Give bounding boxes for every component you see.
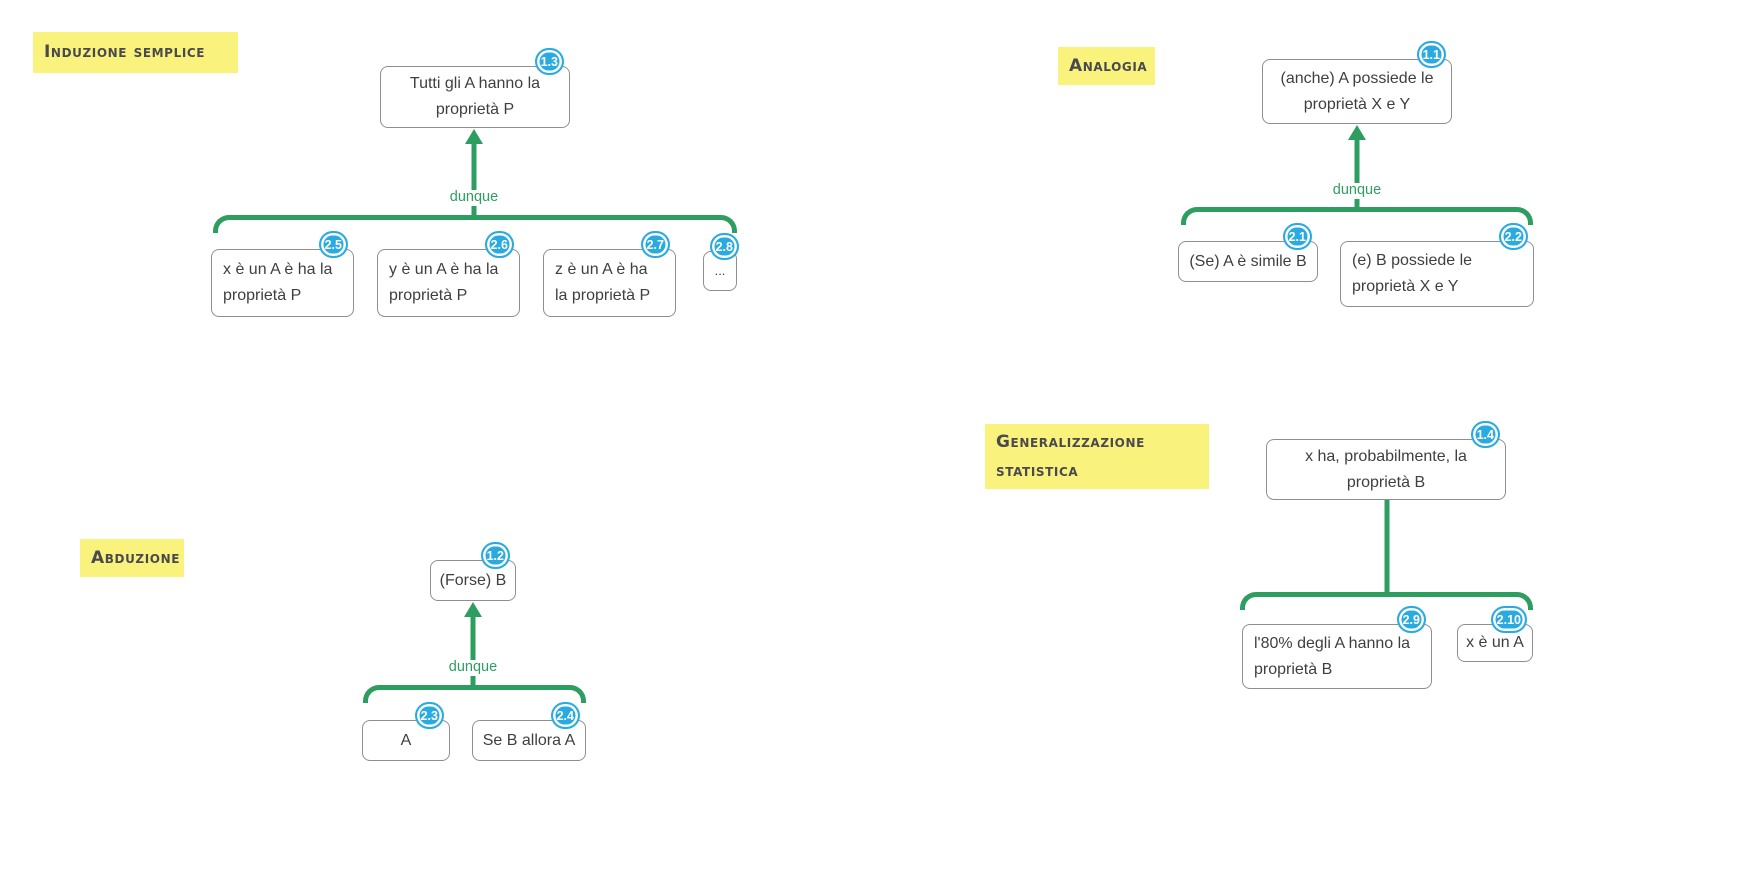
conclusion-box-induzione[interactable]: 1.3 Tutti gli A hanno la proprietà P bbox=[380, 48, 570, 128]
premise-text: x è un A bbox=[1466, 634, 1524, 652]
premise-box-2-2[interactable]: 2.2 (e) B possiede le proprietà X e Y bbox=[1340, 223, 1534, 307]
premise-box-2-1[interactable]: 2.1 (Se) A è simile B bbox=[1178, 223, 1318, 282]
premise-bracket bbox=[1181, 207, 1533, 225]
premise-text: A bbox=[400, 731, 412, 749]
badge-2-9: 2.9 bbox=[1396, 606, 1426, 633]
conclusion-text: Tutti gli A hanno la proprietà P bbox=[409, 75, 541, 118]
premise-text: y è un A è ha la proprietà P bbox=[389, 261, 499, 304]
topic-label-analogia[interactable]: Analogia bbox=[1058, 47, 1155, 85]
premise-box-2-5[interactable]: 2.5 x è un A è ha la proprietà P bbox=[211, 231, 354, 317]
conclusion-box-generalizzazione[interactable]: 1.4 x ha, probabilmente, la proprietà B bbox=[1266, 421, 1506, 500]
premise-box-2-7[interactable]: 2.7 z è un A è ha la proprietà P bbox=[543, 231, 676, 317]
badge-2-5: 2.5 bbox=[318, 231, 348, 258]
linking-word: dunque bbox=[446, 189, 502, 206]
badge-1-2: 1.2 bbox=[480, 542, 510, 569]
premise-box-2-4[interactable]: 2.4 Se B allora A bbox=[472, 702, 586, 761]
topic-label-induzione-semplice[interactable]: Induzione semplice bbox=[33, 32, 238, 73]
conclusion-text: x ha, probabilmente, la proprietà B bbox=[1305, 447, 1467, 491]
badge-2-6: 2.6 bbox=[484, 231, 514, 258]
badge-2-4: 2.4 bbox=[550, 702, 580, 729]
badge-2-1: 2.1 bbox=[1282, 223, 1312, 250]
connector-stem bbox=[470, 615, 476, 685]
premise-text: l'80% degli A hanno la proprietà B bbox=[1254, 634, 1411, 678]
premise-box-2-10[interactable]: 2.10 x è un A bbox=[1457, 606, 1533, 662]
badge-1-1: 1.1 bbox=[1416, 41, 1446, 68]
premise-text: (Se) A è simile B bbox=[1189, 252, 1307, 270]
premise-bracket bbox=[363, 685, 586, 703]
connector-stem bbox=[1384, 500, 1390, 592]
linking-word: dunque bbox=[445, 659, 501, 676]
conclusion-box-analogia[interactable]: 1.1 (anche) A possiede le proprietà X e … bbox=[1262, 41, 1452, 124]
badge-2-7: 2.7 bbox=[640, 231, 670, 258]
arrow-up-icon bbox=[1348, 125, 1366, 140]
connector-stem bbox=[471, 142, 477, 215]
premise-bracket bbox=[1240, 592, 1533, 610]
conclusion-box-abduzione[interactable]: 1.2 (Forse) B bbox=[430, 542, 516, 601]
badge-2-10: 2.10 bbox=[1490, 606, 1527, 633]
topic-label-abduzione[interactable]: Abduzione bbox=[80, 539, 184, 577]
premise-text: z è un A è ha la proprietà P bbox=[555, 261, 651, 304]
premise-text: (e) B possiede le proprietà X e Y bbox=[1352, 252, 1473, 295]
badge-2-3: 2.3 bbox=[414, 702, 444, 729]
topic-label-generalizzazione-statistica[interactable]: Generalizzazione statistica bbox=[985, 424, 1209, 489]
badge-1-4: 1.4 bbox=[1470, 421, 1500, 448]
connector-stem bbox=[1354, 138, 1360, 207]
premise-box-2-6[interactable]: 2.6 y è un A è ha la proprietà P bbox=[377, 231, 520, 317]
conclusion-text: (anche) A possiede le proprietà X e Y bbox=[1280, 69, 1434, 113]
premise-text: ... bbox=[714, 262, 726, 278]
linking-word: dunque bbox=[1329, 182, 1385, 199]
premise-box-2-9[interactable]: 2.9 l'80% degli A hanno la proprietà B bbox=[1242, 606, 1432, 689]
conclusion-text: (Forse) B bbox=[439, 571, 507, 589]
arrow-up-icon bbox=[465, 129, 483, 144]
premise-box-2-3[interactable]: 2.3 A bbox=[362, 702, 450, 761]
premise-bracket bbox=[213, 215, 737, 233]
badge-2-8: 2.8 bbox=[709, 233, 739, 260]
arrow-up-icon bbox=[464, 602, 482, 617]
premise-box-2-8[interactable]: 2.8 ... bbox=[703, 233, 739, 291]
premise-text: x è un A è ha la proprietà P bbox=[223, 261, 333, 304]
premise-text: Se B allora A bbox=[482, 731, 576, 749]
badge-2-2: 2.2 bbox=[1498, 223, 1528, 250]
badge-1-3: 1.3 bbox=[534, 48, 564, 75]
